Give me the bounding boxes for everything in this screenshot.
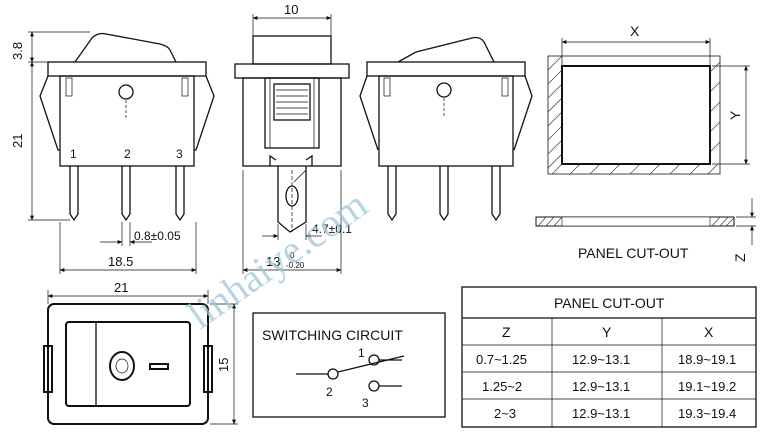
- dim-panel-z: Z: [732, 253, 748, 262]
- front-view: 21 15: [43, 280, 238, 425]
- table-cell: 0.7~1.25: [476, 352, 527, 367]
- table-cell: 19.1~19.2: [678, 379, 736, 394]
- dim-terminal-width: 4.7±0.1: [312, 222, 352, 236]
- dim-front-height: 15: [216, 358, 231, 372]
- pin-label-3: 3: [176, 147, 183, 161]
- panel-cutout-label: PANEL CUT-OUT: [578, 245, 689, 261]
- panel-cutout-table: PANEL CUT-OUT Z Y X 0.7~1.25 12.9~13.1 1…: [461, 286, 757, 428]
- watermark-text: linhaiye.com: [179, 181, 375, 337]
- table-cell: 2~3: [494, 406, 516, 421]
- switch-terminal-3: 3: [362, 396, 369, 410]
- switching-circuit-title: SWITCHING CIRCUIT: [262, 327, 403, 343]
- dim-panel-y: Y: [727, 110, 743, 120]
- table-header-y: Y: [602, 324, 612, 340]
- switching-circuit: SWITCHING CIRCUIT 1 2 3: [252, 312, 446, 418]
- dim-height-body: 21: [10, 134, 25, 148]
- dim-panel-x: X: [630, 23, 640, 39]
- panel-cutout-drawing: X Y Z PANEL CUT-OUT: [535, 23, 756, 262]
- table-header-z: Z: [502, 324, 511, 340]
- dim-tol-lower: -0.20: [286, 261, 305, 270]
- table-cell: 12.9~13.1: [572, 406, 630, 421]
- side-view-left: 1 2 3 3.8 21 0.8±0.05 18.5: [10, 31, 215, 274]
- end-view: 10 4.7±0.1 13 0 -0.20: [234, 2, 352, 274]
- table-cell: 12.9~13.1: [572, 352, 630, 367]
- switch-terminal-1: 1: [358, 346, 365, 360]
- pin-label-2: 2: [124, 147, 131, 161]
- dim-tol-upper: 0: [290, 251, 295, 260]
- dim-actuator-width: 10: [284, 2, 298, 17]
- dim-pin-thickness: 0.8±0.05: [134, 229, 181, 243]
- switch-terminal-2: 2: [326, 385, 333, 399]
- pin-label-1: 1: [70, 147, 77, 161]
- table-header-x: X: [704, 324, 714, 340]
- side-view-right: [359, 36, 533, 222]
- table-cell: 1.25~2: [482, 379, 522, 394]
- dim-height-top: 3.8: [10, 42, 25, 60]
- dim-pin-span: 18.5: [108, 254, 133, 269]
- dim-width-13: 13: [266, 254, 280, 269]
- table-cell: 18.9~19.1: [678, 352, 736, 367]
- dim-front-width: 21: [114, 280, 128, 295]
- table-title: PANEL CUT-OUT: [554, 295, 665, 311]
- table-cell: 12.9~13.1: [572, 379, 630, 394]
- table-cell: 19.3~19.4: [678, 406, 736, 421]
